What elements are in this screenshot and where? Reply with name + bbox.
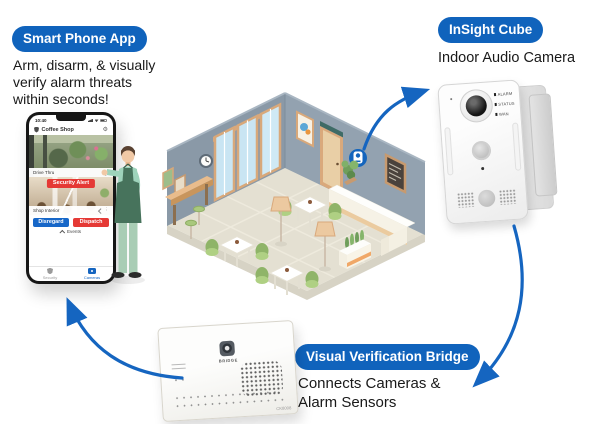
- events-label: Events: [66, 229, 82, 234]
- bridge-speaker-grille: [239, 359, 284, 399]
- lens-glass: [465, 94, 488, 118]
- coffee-shop-illustration: [101, 92, 426, 300]
- app-title: Coffee Shop: [41, 126, 74, 133]
- feed-label-strip: Shop Interior ⋮: [29, 206, 113, 215]
- security-alert-banner: Security Alert: [46, 178, 96, 188]
- smartphone-illustration: 10:40 Coffee Shop Drive Thru Secur: [26, 112, 116, 284]
- wall-clock: [199, 154, 213, 168]
- events-row: Events: [29, 228, 113, 236]
- door: [320, 121, 343, 196]
- chevron-icon: [98, 208, 104, 213]
- floor: [167, 167, 425, 300]
- camera-feed-drive-thru: Drive Thru: [29, 135, 113, 177]
- phone-screen: 10:40 Coffee Shop Drive Thru Secur: [29, 115, 113, 281]
- nav-label: Security: [42, 275, 58, 281]
- gear-icon: [103, 127, 108, 133]
- phone-notch: [56, 115, 86, 121]
- chevron-icon: [102, 170, 108, 175]
- wifi-icon: [94, 119, 99, 123]
- battery-icon: [100, 118, 107, 123]
- app-bottom-nav: Security Cameras: [29, 266, 113, 281]
- arrow-cube-to-bridge: [472, 224, 524, 388]
- speaker-button: [477, 189, 496, 208]
- nav-item-cameras: Cameras: [71, 267, 113, 281]
- bridge-model-number: CK8008: [276, 405, 292, 412]
- service-counter: [328, 184, 416, 256]
- app-header: Coffee Shop: [29, 124, 113, 135]
- status-leds: ALARM STATUS WAN: [493, 91, 515, 117]
- cube-body: ALARM STATUS WAN: [437, 79, 529, 225]
- walls: [166, 92, 426, 235]
- status-icons: [88, 118, 107, 123]
- feed-label-strip: Drive Thru: [29, 168, 113, 177]
- led-dot: [494, 113, 498, 116]
- insight-cube-badge: InSight Cube: [438, 17, 544, 43]
- insight-cube-device: ALARM STATUS WAN: [436, 78, 562, 230]
- bridge-device: BRIDGE CK8008: [157, 319, 299, 423]
- microphone-hole: [450, 98, 453, 101]
- bridge-led-cluster: [172, 377, 188, 383]
- camera-location-marker: [349, 149, 367, 167]
- visual-verification-bridge-description: Connects Cameras & Alarm Sensors: [298, 375, 441, 411]
- windows: [213, 102, 282, 203]
- disregard-button: Disregard: [33, 217, 69, 227]
- camera-icon: [88, 268, 96, 274]
- table-set-left: [205, 235, 269, 267]
- stools: [185, 205, 205, 239]
- side-slot-left: [444, 127, 454, 176]
- console-table: [165, 176, 213, 225]
- visual-verification-bridge-badge: Visual Verification Bridge: [295, 344, 480, 370]
- alert-action-buttons: Disregard Dispatch: [29, 215, 113, 228]
- nav-item-security: Security: [29, 267, 71, 281]
- table-set-back: [278, 195, 342, 227]
- camera-lens: [458, 88, 494, 124]
- led-row: WAN: [494, 111, 516, 117]
- led-label: STATUS: [498, 100, 515, 107]
- led-dot: [494, 103, 497, 106]
- shield-icon: [34, 126, 39, 133]
- motion-sensor: [471, 140, 492, 161]
- led-row: STATUS: [494, 101, 515, 107]
- side-slot-right: [512, 122, 522, 171]
- potted-plant: [341, 160, 359, 185]
- smart-phone-app-description: Arm, disarm, & visually verify alarm thr…: [13, 57, 156, 107]
- bridge-logo-icon: [219, 340, 236, 357]
- floor-lamps: [270, 196, 336, 272]
- feed-label: Shop Interior: [33, 208, 60, 213]
- menu-board: [384, 152, 407, 195]
- indicator-dot: [481, 166, 485, 171]
- feed-label: Drive Thru: [33, 170, 55, 175]
- signal-icon: [88, 118, 93, 123]
- caret-up-icon: [59, 229, 66, 236]
- arrow-camera-to-cube: [362, 86, 431, 151]
- led-dot: [493, 93, 497, 96]
- dispatch-button: Dispatch: [73, 217, 109, 227]
- camera-feed-shop-interior: Security Alert Shop Interior ⋮: [29, 177, 113, 215]
- status-time: 10:40: [35, 118, 47, 123]
- led-label: ALARM: [497, 90, 513, 97]
- speaker-row: [446, 187, 527, 210]
- bridge-label-lines: [171, 363, 186, 373]
- insight-cube-description: Indoor Audio Camera: [438, 50, 576, 66]
- security-shield-icon: [47, 267, 53, 275]
- planter-box: [339, 230, 371, 269]
- table-set-front: [255, 263, 319, 295]
- picture-frames-left: [162, 166, 186, 200]
- led-label: WAN: [498, 111, 509, 117]
- phone-status-bar: 10:40: [29, 115, 113, 124]
- speaker-grille-right: [498, 188, 517, 205]
- nav-label: Cameras: [83, 274, 101, 280]
- smart-phone-app-badge: Smart Phone App: [12, 26, 147, 52]
- more-options-icon: ⋮: [104, 207, 110, 213]
- speaker-grille-left: [456, 191, 475, 208]
- art-frame: [296, 110, 314, 148]
- bridge-logo-text: BRIDGE: [218, 357, 239, 364]
- led-row: ALARM: [493, 91, 514, 97]
